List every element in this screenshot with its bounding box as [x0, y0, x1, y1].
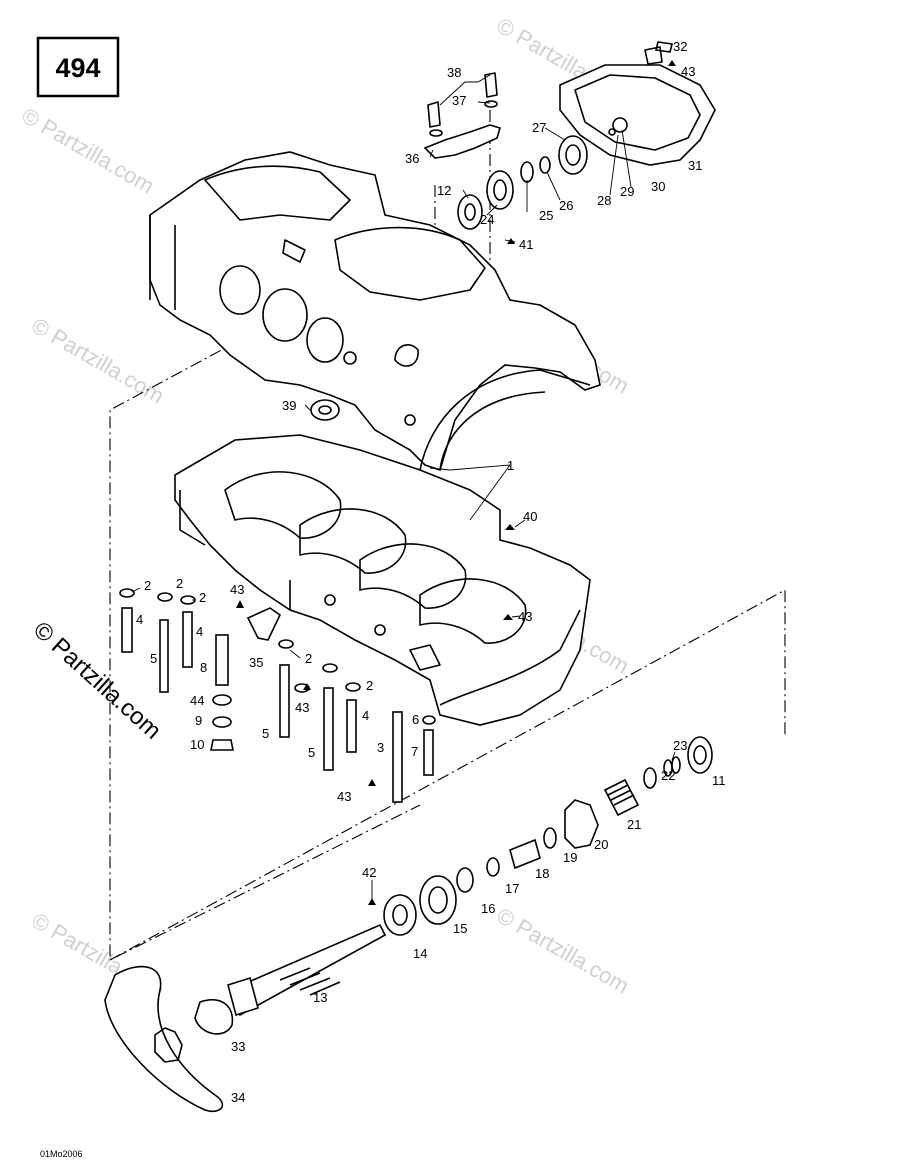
label-10: 10 [190, 737, 204, 752]
label-2: 2 [305, 651, 312, 666]
watermark-text: © Partzilla.com [18, 103, 159, 199]
label-43: 43 [518, 609, 532, 624]
watermark-text: © Partzilla.com [28, 313, 169, 409]
label-23: 23 [673, 738, 687, 753]
label-16: 16 [481, 901, 495, 916]
bearing-15 [419, 875, 457, 925]
label-2: 2 [199, 590, 206, 605]
label-3: 3 [377, 740, 384, 755]
label-25: 25 [539, 208, 553, 223]
number-box-frame [36, 36, 120, 98]
label-11: 11 [712, 773, 726, 788]
cover-31 [559, 64, 716, 166]
seal-14 [383, 894, 417, 936]
label-18: 18 [535, 866, 549, 881]
callout-labels: 32 43 38 37 36 27 31 12 24 25 26 28 29 3… [136, 39, 726, 1105]
seal-12 [457, 194, 483, 230]
label-8: 8 [200, 660, 207, 675]
label-29: 29 [620, 184, 634, 199]
watermark-text-dark: © Partzilla.com [28, 616, 166, 744]
label-35: 35 [249, 655, 263, 670]
sleeve-18 [509, 838, 541, 870]
lower-crankcase [174, 434, 591, 726]
washer-44 [212, 694, 232, 706]
label-7: 7 [411, 744, 418, 759]
ring-22 [643, 767, 657, 789]
fasteners [119, 588, 436, 803]
washer-19 [543, 827, 557, 849]
label-14: 14 [413, 946, 427, 961]
bearing-24 [486, 170, 514, 210]
label-4: 4 [136, 612, 143, 627]
label-4: 4 [196, 624, 203, 639]
label-44: 44 [190, 693, 204, 708]
label-28: 28 [597, 193, 611, 208]
stud-8 [215, 634, 229, 686]
label-42: 42 [362, 865, 376, 880]
label-2: 2 [366, 678, 373, 693]
spring-21 [603, 778, 640, 817]
top-right-parts [423, 41, 716, 244]
washer-9 [212, 716, 232, 728]
label-39: 39 [282, 398, 296, 413]
plug-39 [310, 399, 340, 421]
circlip-33 [194, 999, 234, 1035]
label-33: 33 [231, 1039, 245, 1054]
label-1: 1 [507, 458, 514, 473]
label-24: 24 [480, 212, 494, 227]
diagram-number-box: 494 [36, 36, 120, 98]
label-5: 5 [150, 651, 157, 666]
label-12: 12 [437, 183, 451, 198]
gear-20 [564, 799, 599, 849]
label-30: 30 [651, 179, 665, 194]
label-43: 43 [681, 64, 695, 79]
label-20: 20 [594, 837, 608, 852]
label-22: 22 [661, 768, 675, 783]
label-13: 13 [313, 990, 327, 1005]
label-38: 38 [447, 65, 461, 80]
label-4: 4 [362, 708, 369, 723]
label-5: 5 [308, 745, 315, 760]
label-32: 32 [673, 39, 687, 54]
label-43: 43 [295, 700, 309, 715]
plate-34 [104, 965, 224, 1113]
washer-16 [456, 867, 474, 893]
shaft-assembly [104, 736, 713, 1113]
label-31: 31 [688, 158, 702, 173]
label-21: 21 [627, 817, 641, 832]
figure-code: 01Mo2006 [40, 1149, 83, 1159]
bearing-11 [687, 736, 713, 774]
label-5: 5 [262, 726, 269, 741]
leader-lines [131, 74, 676, 900]
label-43: 43 [230, 582, 244, 597]
label-2: 2 [144, 578, 151, 593]
nut-10 [210, 739, 234, 751]
label-17: 17 [505, 881, 519, 896]
bracket-36 [423, 124, 501, 159]
label-2: 2 [176, 576, 183, 591]
label-26: 26 [559, 198, 573, 213]
label-37: 37 [452, 93, 466, 108]
label-6: 6 [412, 712, 419, 727]
label-36: 36 [405, 151, 419, 166]
fitting-35 [246, 607, 282, 641]
label-34: 34 [231, 1090, 245, 1105]
plugs-and-fittings [236, 399, 515, 641]
seal-27 [558, 135, 588, 175]
label-43: 43 [337, 789, 351, 804]
label-27: 27 [532, 120, 546, 135]
label-15: 15 [453, 921, 467, 936]
upper-crankcase [149, 151, 601, 472]
diagram-number: 494 [55, 53, 100, 83]
label-41: 41 [519, 237, 533, 252]
label-40: 40 [523, 509, 537, 524]
label-9: 9 [195, 713, 202, 728]
watermark-text: © Partzilla.com [493, 903, 634, 999]
label-19: 19 [563, 850, 577, 865]
